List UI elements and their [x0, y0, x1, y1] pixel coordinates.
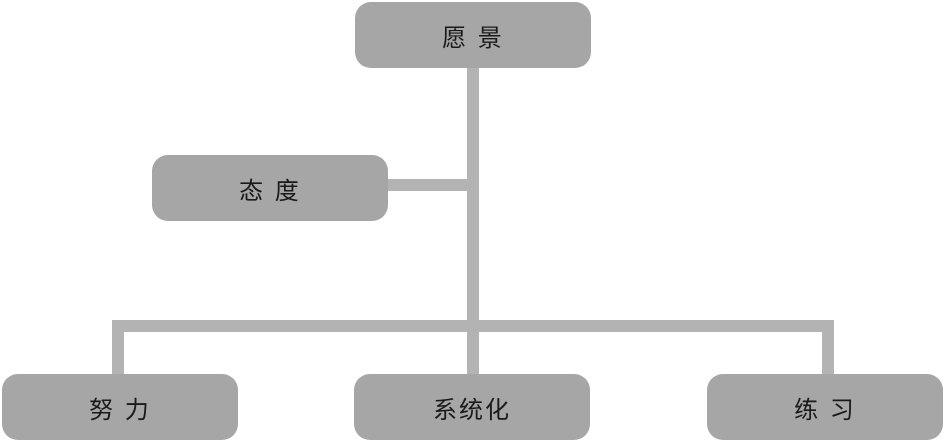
node-attitude: 态 度: [152, 155, 388, 221]
node-effort: 努 力: [2, 374, 238, 440]
attitude-connector: [386, 179, 474, 191]
node-systematization: 系统化: [354, 374, 590, 440]
trunk-connector: [467, 66, 479, 378]
node-practice: 练 习: [707, 374, 943, 440]
node-vision: 愿 景: [355, 2, 591, 68]
crossbar-connector: [112, 320, 834, 332]
left-drop-connector: [112, 320, 124, 378]
right-drop-connector: [822, 320, 834, 378]
